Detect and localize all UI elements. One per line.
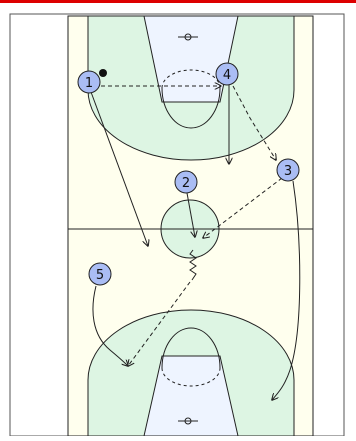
player-3-label: 3 xyxy=(284,164,292,179)
player-4: 4 xyxy=(215,62,239,86)
cut-arrow-3 xyxy=(272,180,301,400)
cut-arrow-1 xyxy=(90,91,148,246)
pass-arrow-3-to-2 xyxy=(203,177,283,238)
ball xyxy=(99,69,107,77)
player-1-marker xyxy=(77,70,101,94)
free-throw-circle-bottom xyxy=(161,327,221,369)
free-throw-circle-top-dashed xyxy=(161,69,221,89)
pass-arrow-4-to-3 xyxy=(232,85,276,160)
hoop-top xyxy=(184,33,192,41)
player-3: 3 xyxy=(276,158,300,182)
player-5-marker xyxy=(88,262,112,286)
cut-arrow-2 xyxy=(186,192,195,237)
hoop-bottom xyxy=(184,417,192,425)
player-2-label: 2 xyxy=(182,176,190,191)
cut-arrow-5 xyxy=(92,285,128,366)
player-4-marker xyxy=(215,62,239,86)
player-2-marker xyxy=(174,170,198,194)
free-throw-circle-bottom-dashed xyxy=(161,367,221,387)
player-5-label: 5 xyxy=(96,268,104,283)
player-3-marker xyxy=(276,158,300,182)
player-5: 5 xyxy=(88,262,112,286)
player-1-label: 1 xyxy=(85,76,93,91)
top-bar xyxy=(0,0,356,3)
player-2: 2 xyxy=(174,170,198,194)
player-1: 1 xyxy=(77,70,101,94)
pass-arrow-2-to-5 xyxy=(128,281,191,366)
dribble-arrow xyxy=(189,249,197,281)
player-4-label: 4 xyxy=(223,68,231,83)
free-throw-circle-top xyxy=(161,87,221,129)
